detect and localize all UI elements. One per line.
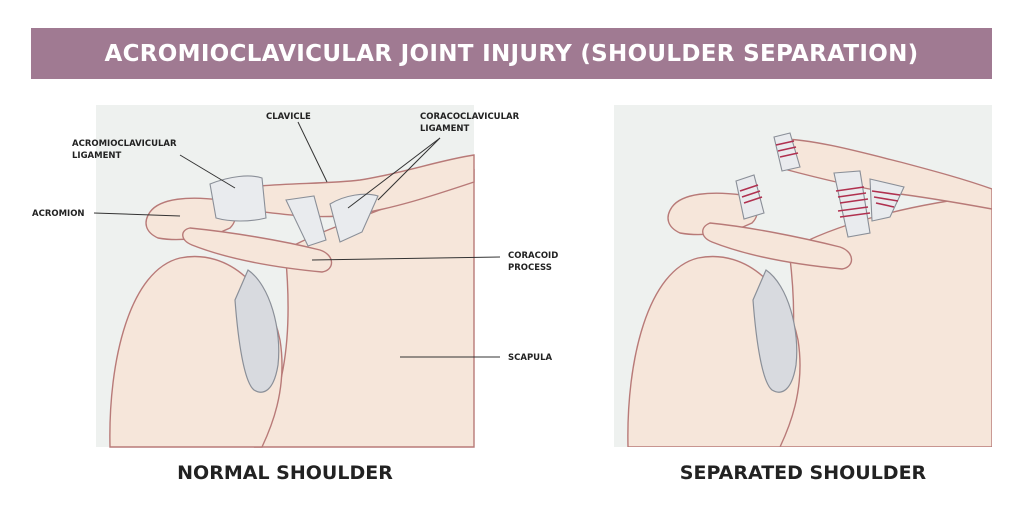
label-coracoid-line1: CORACOID [508, 251, 558, 261]
caption-separated-shoulder: SEPARATED SHOULDER [679, 462, 927, 484]
label-coracoid-line2: PROCESS [508, 263, 552, 273]
label-scapula: SCAPULA [508, 353, 552, 363]
acromion-leader-line [93, 212, 181, 217]
torn-ac-ligament-distal-shape [735, 174, 765, 220]
label-acromioclavicular-line2: LIGAMENT [72, 151, 122, 161]
torn-cc-ligament-conoid-shape [869, 178, 905, 222]
coracoclavicular-leader-line-1 [347, 137, 441, 209]
label-coracoclavicular-line2: LIGAMENT [420, 124, 470, 134]
ligament-tear-marks [739, 140, 901, 218]
separated-shoulder-diagram [614, 105, 992, 447]
clavicle-leader-line [297, 121, 328, 183]
page-title: ACROMIOCLAVICULAR JOINT INJURY (SHOULDER… [104, 40, 919, 67]
coracoid-process-shape [182, 227, 333, 273]
separated-glenoid-cartilage-shape [752, 269, 798, 393]
label-clavicle: CLAVICLE [266, 112, 311, 122]
acromioclavicular-ligament-shape [209, 175, 267, 222]
title-bar: ACROMIOCLAVICULAR JOINT INJURY (SHOULDER… [31, 28, 992, 79]
acromioclavicular-leader-line [179, 154, 236, 189]
coracoclavicular-ligament-conoid-shape [329, 193, 379, 243]
normal-shoulder-diagram: CLAVICLE CORACOCLAVICULAR LIGAMENT ACROM… [32, 105, 558, 448]
separated-acromion-shape [667, 192, 758, 236]
label-coracoclavicular-line1: CORACOCLAVICULAR [420, 112, 520, 122]
coracoclavicular-ligament-trapezoid-shape [285, 195, 327, 247]
label-acromion: ACROMION [32, 209, 85, 219]
coracoid-leader-line [311, 256, 501, 261]
separated-coracoid-process-shape [702, 222, 853, 270]
label-acromioclavicular-line1: ACROMIOCLAVICULAR [72, 139, 177, 149]
caption-normal-shoulder: NORMAL SHOULDER [177, 462, 393, 484]
coracoclavicular-leader-line-2 [377, 137, 441, 201]
torn-ac-ligament-proximal-shape [773, 132, 801, 172]
acromion-shape [145, 197, 236, 241]
glenoid-cartilage-shape [234, 269, 280, 393]
